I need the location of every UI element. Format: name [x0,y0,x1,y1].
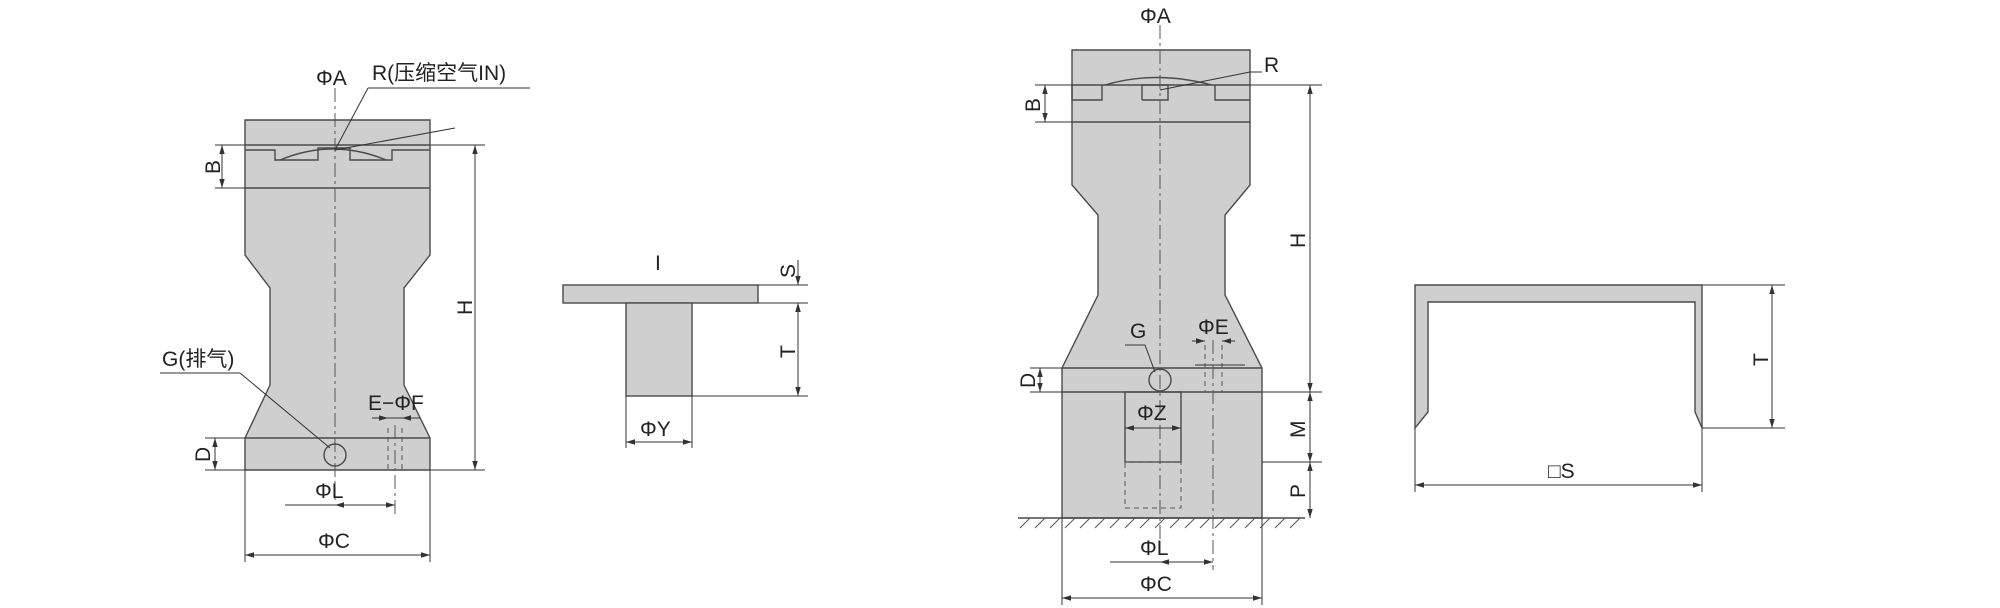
view-1-label-h: H [454,300,477,315]
view-3-exhaust-port-g [1148,368,1172,392]
view-3-inner-cap-hidden [1124,461,1182,509]
view-1-label-l: ΦL [315,480,343,503]
view-2-label-i: I [655,252,661,275]
view-1-label-a: ΦA [316,67,347,90]
view-2-stem [625,302,693,397]
view-3-label-r: R [1264,54,1279,77]
view-2-cap: I S T ΦY [562,252,808,448]
view-3-label-d: D [1017,373,1040,388]
view-1-label-b: B [202,160,225,174]
view-1-r-leader [334,87,369,151]
view-1-label-r: R(压缩空气IN) [372,62,506,85]
view-3-g-leader [1144,344,1156,373]
view-1-label-c: ΦC [318,530,350,553]
view-3-label-p: P [1287,484,1310,498]
view-3-body-outline [1061,49,1263,519]
view-3-label-e: ΦE [1198,316,1229,339]
view-2-flange [562,284,759,304]
view-4-cover-outline [1414,284,1703,430]
view-4-label-t: T [1750,353,1773,366]
view-4-cover: T □S [1414,284,1785,492]
view-1-port-arc [279,148,387,161]
view-3-label-a: ΦA [1140,5,1171,28]
view-4-label-s: □S [1548,460,1575,483]
view-3-label-z: ΦZ [1137,402,1167,425]
view-1-label-g: G(排气) [162,348,234,371]
view-1-port-r [245,147,430,161]
view-3-label-l: ΦL [1140,537,1168,560]
view-3-port-r [1071,84,1250,101]
view-1-g-leader [239,372,331,449]
view-3-label-g: G [1130,320,1146,343]
view-3-label-h: H [1287,233,1310,248]
view-2-label-y: ΦY [640,418,671,441]
view-3-r-leader [1159,71,1251,91]
view-3-label-b: B [1022,98,1045,112]
view-3-ground-hatch [1019,517,1301,529]
view-1-label-ef: E−ΦF [368,392,424,415]
view-1-label-d: D [192,447,215,462]
view-1-r-leader-2 [334,127,456,151]
view-1-ejector-front: ΦA R(压缩空气IN) B H G(排气) E−ΦF D ΦL ΦC [160,62,530,562]
view-3-label-m: M [1287,421,1310,439]
view-3-ejector-with-base: ΦA R B H G ΦE D ΦZ M P ΦL ΦC [1017,5,1322,605]
view-2-label-s: S [777,264,800,278]
view-3-label-c: ΦC [1140,573,1172,596]
view-1-exhaust-port-g [323,443,347,467]
view-2-label-t: T [777,345,800,358]
